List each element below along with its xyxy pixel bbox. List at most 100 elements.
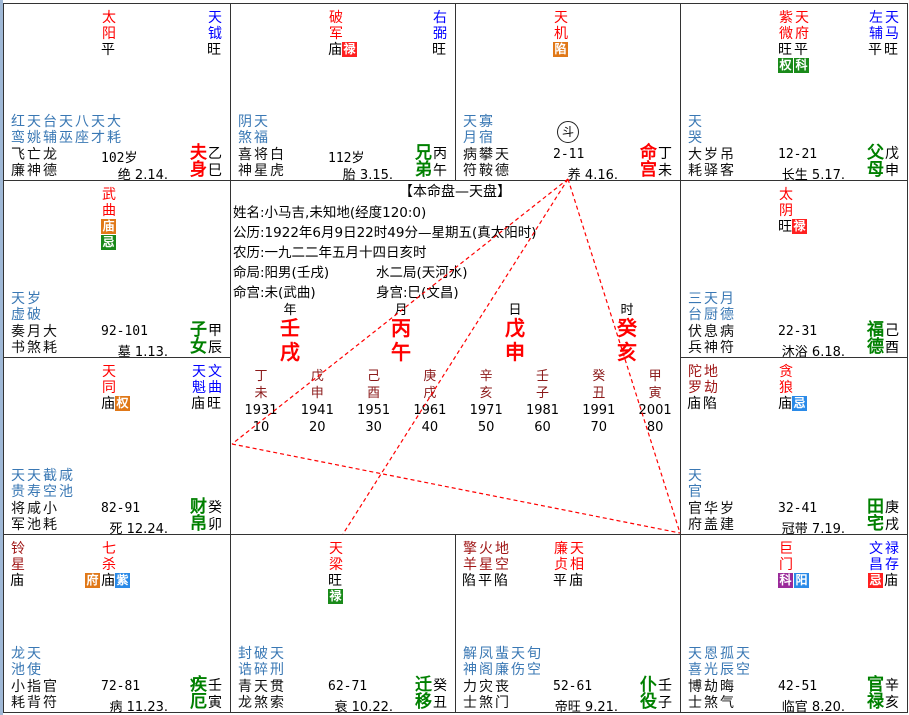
- minor-star[interactable]: 大耗: [107, 114, 121, 146]
- minor-star[interactable]: 天使: [27, 646, 41, 678]
- minor-star[interactable]: 天贵: [11, 468, 25, 500]
- minor-star[interactable]: 天哭: [688, 114, 702, 146]
- minor-star[interactable]: 破碎: [254, 646, 268, 678]
- star-left[interactable]: 陀罗: [688, 364, 702, 396]
- spirit-star: 官府: [688, 501, 702, 533]
- star-right[interactable]: 左辅: [869, 10, 883, 42]
- star-main[interactable]: 太阳: [102, 10, 116, 42]
- star-left[interactable]: 地劫: [704, 364, 718, 396]
- minor-star[interactable]: 台辅: [43, 114, 57, 146]
- palace-name[interactable]: 福德: [867, 320, 884, 357]
- minor-star[interactable]: 天伤: [511, 646, 525, 678]
- star-main[interactable]: 破军: [329, 10, 343, 42]
- star-status: 庙禄: [328, 42, 358, 58]
- minor-star[interactable]: 天虚: [11, 291, 25, 323]
- star-left[interactable]: 火星: [479, 541, 493, 573]
- star-main[interactable]: 廉贞: [554, 541, 568, 573]
- minor-star[interactable]: 红鸾: [11, 114, 25, 146]
- star-main[interactable]: 紫微: [779, 10, 793, 42]
- minor-star[interactable]: 封诰: [238, 646, 252, 678]
- minor-star[interactable]: 龙池: [11, 646, 25, 678]
- minor-star[interactable]: 截空: [43, 468, 57, 500]
- star-left[interactable]: 地空: [495, 541, 509, 573]
- minor-star[interactable]: 月德: [720, 291, 734, 323]
- star-main[interactable]: 七杀: [102, 541, 116, 573]
- minor-star[interactable]: 天才: [91, 114, 105, 146]
- star-main[interactable]: 太阴: [779, 187, 793, 219]
- star-main[interactable]: 天机: [554, 10, 568, 42]
- minor-star[interactable]: 天巫: [59, 114, 73, 146]
- minor-star[interactable]: 解神: [463, 646, 477, 678]
- minor-star[interactable]: 天月: [463, 114, 477, 146]
- minor-star[interactable]: 咸池: [59, 468, 73, 500]
- star-right[interactable]: 文昌: [869, 541, 883, 573]
- minor-star[interactable]: 天刑: [270, 646, 284, 678]
- minor-star[interactable]: 天官: [688, 468, 702, 500]
- palace-name[interactable]: 仆役: [640, 675, 657, 712]
- minor-star[interactable]: 阴煞: [238, 114, 252, 146]
- minor-star[interactable]: 蜚廉: [495, 646, 509, 678]
- star-right[interactable]: 天钺: [208, 10, 222, 42]
- minor-star[interactable]: 八座: [75, 114, 89, 146]
- minor-star[interactable]: 旬空: [527, 646, 541, 678]
- palace-name[interactable]: 命宫: [640, 143, 657, 180]
- star-left[interactable]: 铃星: [11, 541, 25, 573]
- palace-name[interactable]: 迁移: [415, 675, 432, 712]
- star-main[interactable]: 武曲: [102, 187, 116, 219]
- star-main[interactable]: 天府: [795, 10, 809, 42]
- star-right[interactable]: 禄存: [885, 541, 899, 573]
- palace-name[interactable]: 官禄: [867, 675, 884, 712]
- minor-star[interactable]: 岁破: [27, 291, 41, 323]
- star-main[interactable]: 贪狼: [779, 364, 793, 396]
- minor-star[interactable]: 三台: [688, 291, 702, 323]
- palace-name[interactable]: 兄弟: [415, 143, 432, 180]
- star-main[interactable]: 天相: [570, 541, 584, 573]
- star-left[interactable]: 擎羊: [463, 541, 477, 573]
- star-main[interactable]: 巨门: [779, 541, 793, 573]
- stage-date: 9.21.: [584, 700, 618, 715]
- star-right[interactable]: 文曲: [208, 364, 222, 396]
- minor-star[interactable]: 孤辰: [720, 646, 734, 678]
- minor-star[interactable]: 寡宿: [479, 114, 493, 146]
- star-right[interactable]: 右弼: [433, 10, 447, 42]
- minor-star[interactable]: 天寿: [27, 468, 41, 500]
- palace-name[interactable]: 疾厄: [190, 675, 207, 712]
- palace-name[interactable]: 田宅: [867, 497, 884, 534]
- minor-star[interactable]: 凤阁: [479, 646, 493, 678]
- minor-star[interactable]: 天喜: [688, 646, 702, 678]
- star-main[interactable]: 天梁: [329, 541, 343, 573]
- minor-star[interactable]: 天福: [254, 114, 268, 146]
- spirit-star: 月煞: [27, 324, 41, 356]
- minor-star[interactable]: 天厨: [704, 291, 718, 323]
- minor-star[interactable]: 恩光: [704, 646, 718, 678]
- minor-star[interactable]: 天姚: [27, 114, 41, 146]
- palace-name[interactable]: 父母: [867, 143, 884, 180]
- star-right[interactable]: 天马: [885, 10, 899, 42]
- palace-name[interactable]: 夫身: [190, 143, 207, 180]
- palace-name[interactable]: 财帛: [190, 497, 207, 534]
- star-right[interactable]: 天魁: [192, 364, 206, 396]
- palace-name[interactable]: 子女: [190, 320, 207, 357]
- minor-star[interactable]: 天空: [736, 646, 750, 678]
- star-main[interactable]: 天同: [102, 364, 116, 396]
